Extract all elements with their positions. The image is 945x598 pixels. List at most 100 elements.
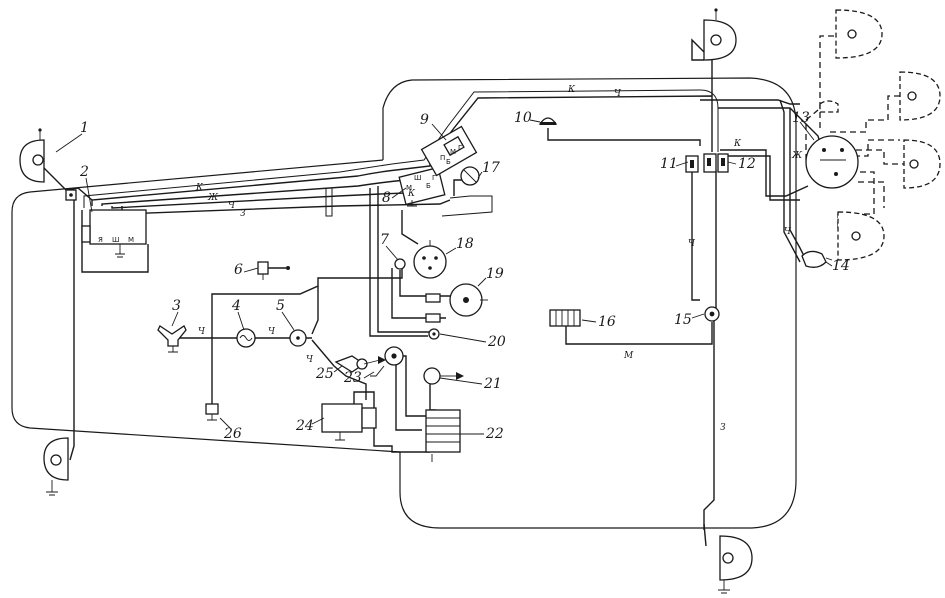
sw-terminal-m: М — [406, 184, 412, 192]
wire-label-top-ch: Ч — [614, 89, 622, 99]
sw-terminal-g: Г — [432, 174, 436, 182]
harness-clamp — [325, 187, 333, 217]
wire-label-gen-ch: Ч — [268, 327, 276, 337]
lsw-terminal-m: М — [450, 148, 456, 156]
generator-19 — [425, 283, 488, 323]
wire-12-down — [703, 170, 717, 530]
label-15: 15 — [674, 312, 692, 328]
distributor-18 — [413, 240, 447, 279]
wire-label-lead-k: К — [407, 189, 416, 199]
headlamp-left-top — [19, 128, 45, 183]
wire-5-down — [311, 339, 367, 400]
wire-lamp1-down — [65, 189, 75, 461]
wire-label-harness-z: З — [240, 209, 246, 219]
body-front-top-edge — [29, 159, 384, 193]
label-7: 7 — [380, 232, 389, 248]
lamp-15 — [704, 306, 720, 322]
switch-23 — [370, 346, 404, 377]
dashed-wire-g — [858, 181, 885, 208]
reg-terminal-ya: Я — [98, 236, 103, 244]
wire-to-14 — [789, 108, 807, 261]
fuse-7 — [394, 258, 406, 270]
wire-label-right-ch: Ч — [784, 227, 792, 237]
rear-lamp-dashed-2 — [899, 71, 941, 121]
harness-outer-top — [83, 89, 719, 208]
label-9: 9 — [420, 112, 429, 128]
label-16: 16 — [598, 314, 616, 330]
dashed-wire-d — [837, 171, 875, 228]
relay-25 — [334, 355, 386, 373]
rear-lamp-dashed-small — [819, 100, 839, 113]
wire-23-to-battery — [398, 355, 426, 417]
wire-label-harness-zh: Ж — [207, 193, 219, 203]
wire-sw-to-18 — [401, 210, 419, 245]
harness-wire-ch — [111, 191, 433, 209]
label-17: 17 — [482, 160, 500, 176]
label-1: 1 — [80, 120, 89, 136]
wire-label-harness-ch: Ч — [228, 201, 236, 211]
label-4: 4 — [231, 298, 241, 314]
lsw-terminal-b: Б — [446, 158, 451, 166]
wire-labels: К Ж Ч З К Ч К Ж Ч Ч Ч З М Ч Ч К — [195, 85, 803, 433]
fuse-4 — [236, 328, 256, 348]
terminal-5 — [289, 329, 307, 347]
lsw-terminal-p: П — [440, 154, 445, 162]
label-25: 25 — [315, 366, 334, 382]
label-26: 26 — [223, 426, 242, 442]
wire-label-horn-ch1: Ч — [198, 327, 206, 337]
headlamp-left-bottom — [43, 437, 69, 496]
switch-11-12-area — [565, 38, 717, 547]
wire-label-harness-k: К — [195, 183, 204, 193]
wire-label-right-zh: Ж — [791, 151, 803, 161]
harness-wire-k — [91, 95, 713, 206]
label-10-top: 10 — [514, 110, 532, 126]
wire-front-right-down — [703, 523, 707, 547]
fuse-block-12 — [703, 153, 729, 173]
wire-label-right-z: З — [720, 423, 726, 433]
center-wiring — [176, 179, 466, 453]
starter-24 — [321, 403, 377, 441]
right-harness — [700, 99, 823, 263]
harness-wire-zh — [101, 177, 421, 206]
wire-5-up — [311, 286, 319, 335]
wire-to-13-c — [700, 99, 800, 105]
wire-15-to-16 — [565, 322, 713, 345]
dash-lamp-10 — [538, 117, 558, 125]
harness-wire-z — [121, 199, 451, 215]
rear-lamp-dashed-3 — [903, 139, 941, 189]
wire-to-14-b — [779, 99, 801, 263]
headlamp-right-top — [703, 8, 737, 61]
dashed-wire-f — [805, 109, 819, 160]
rear-lamp-dashed-4 — [837, 211, 885, 261]
wire-label-right-k: К — [733, 139, 742, 149]
component-labels: 1 2 3 4 5 6 7 8 9 10 11 12 13 14 15 16 1 — [55, 110, 850, 442]
reg-terminal-sh: Ш — [112, 236, 120, 244]
vehicle-body-outline — [11, 77, 797, 529]
wire-label-drop-ch: Ч — [688, 239, 696, 249]
reg-terminal-m: М — [128, 236, 134, 244]
wire-battery-loop — [395, 364, 422, 431]
dashed-wire-a — [819, 35, 836, 128]
headlamp-right-bottom — [718, 535, 753, 594]
body-front-outline — [11, 191, 401, 453]
wire-7-loop — [377, 186, 430, 333]
wire-label-center-m: М — [623, 351, 634, 361]
wire-7-loop-b — [369, 188, 428, 337]
light-switch: П М Г Б — [420, 125, 478, 177]
label-13: 13 — [792, 110, 810, 126]
label-12: 12 — [738, 156, 756, 172]
wire-lead-10 — [547, 128, 701, 146]
junction-block-left — [65, 189, 77, 201]
label-20: 20 — [487, 334, 506, 350]
rear-lamp-dashed-1 — [835, 9, 883, 59]
wire-lamp1-to-junction — [43, 167, 93, 201]
sensor-6 — [257, 261, 290, 280]
signal-14 — [801, 250, 833, 268]
wire-main-loop — [211, 268, 403, 386]
wire-to-13-d — [722, 155, 800, 201]
label-6: 6 — [234, 262, 243, 278]
wire-to-13-b — [720, 149, 809, 197]
sw-terminal-sh: Ш — [414, 174, 422, 182]
